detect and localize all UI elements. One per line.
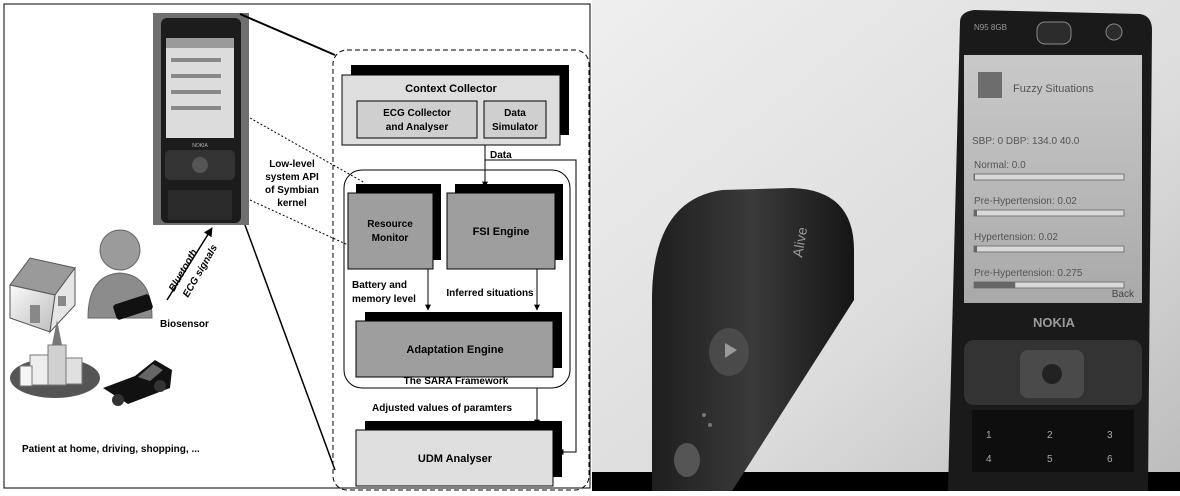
udm-analyser-block: UDM Analyser — [355, 421, 562, 487]
nokia-brand: NOKIA — [1033, 315, 1076, 330]
sensor-bottom-button — [674, 443, 700, 477]
phone-model-label: N95 8GB — [974, 23, 1007, 32]
car-icon — [103, 360, 172, 406]
data-label: Data — [490, 150, 512, 161]
svg-text:2: 2 — [1047, 430, 1053, 441]
adaptation-engine-label: Adaptation Engine — [406, 344, 503, 356]
ecg-collector-label-2: and Analyser — [386, 122, 449, 133]
diagram-frame — [3, 3, 591, 489]
ecg-sensor-device: Alive — [652, 188, 854, 491]
architecture-diagram: NOKIA Low-level system API of Symbian ke… — [0, 0, 592, 491]
lowlevel-label-1: Low-level — [269, 159, 315, 170]
battery-label-1: Battery and — [352, 280, 407, 291]
numeric-keypad — [972, 410, 1134, 472]
level-bar-fill — [974, 174, 975, 180]
level-label: Hypertension: 0.02 — [974, 232, 1058, 243]
svg-text:3: 3 — [1107, 430, 1113, 441]
resource-monitor-label-2: Monitor — [372, 233, 409, 244]
nokia-phone: N95 8GB Fuzzy Situations SBP: 0 DBP: 134… — [948, 10, 1152, 491]
fsi-engine-block: FSI Engine — [446, 184, 563, 270]
udm-analyser-label: UDM Analyser — [418, 453, 493, 465]
level-bar-track — [973, 245, 1125, 253]
data-simulator-box — [483, 100, 547, 139]
level-label: Pre-Hypertension: 0.275 — [974, 268, 1083, 279]
level-label: Normal: 0.0 — [974, 160, 1026, 171]
sara-label: The SARA Framework — [404, 376, 509, 387]
back-softkey[interactable]: Back — [1112, 289, 1135, 300]
level-bar-fill — [974, 210, 977, 216]
svg-text:1: 1 — [986, 430, 992, 441]
adjusted-label: Adjusted values of paramters — [372, 403, 512, 414]
adaptation-engine-block: Adaptation Engine — [355, 312, 562, 378]
level-label: Pre-Hypertension: 0.02 — [974, 196, 1077, 207]
patient-caption: Patient at home, driving, shopping, ... — [22, 444, 200, 455]
fsi-engine-label: FSI Engine — [473, 226, 530, 238]
phone-boundary — [332, 49, 590, 491]
data-simulator-label-2: Simulator — [492, 122, 538, 133]
svg-text:4: 4 — [986, 454, 992, 465]
svg-text:5: 5 — [1047, 454, 1053, 465]
svg-text:6: 6 — [1107, 454, 1113, 465]
app-icon — [978, 72, 1002, 98]
center-select-key[interactable] — [1042, 364, 1062, 384]
lowlevel-label-2: system API — [265, 172, 319, 183]
data-simulator-label-1: Data — [504, 108, 526, 119]
context-collector-title: Context Collector — [405, 83, 497, 95]
sara-framework-boundary — [343, 169, 571, 389]
level-bar-fill — [974, 282, 1016, 288]
ecg-collector-box — [356, 100, 478, 139]
screen-title: Fuzzy Situations — [1013, 83, 1094, 95]
house-icon — [9, 257, 76, 334]
resource-monitor-block: Resource Monitor — [347, 184, 441, 270]
lowlevel-label-4: kernel — [277, 198, 307, 209]
level-bar-track — [973, 209, 1125, 217]
city-icon — [10, 320, 100, 398]
patient-person-icon — [87, 229, 153, 320]
svg-text:NOKIA: NOKIA — [192, 143, 208, 149]
phone-image: NOKIA — [153, 13, 249, 225]
battery-label-2: memory level — [352, 294, 416, 305]
biosensor-label: Biosensor — [160, 319, 209, 330]
sensor-brand-label: Alive — [789, 226, 810, 259]
device-photo: Alive N95 8GB Fuzzy Situations SBP: 0 DB… — [592, 0, 1180, 491]
context-collector-block: Context Collector ECG Collector and Anal… — [341, 65, 569, 146]
level-bar-track — [973, 173, 1125, 181]
ecg-collector-label-1: ECG Collector — [383, 108, 451, 119]
inferred-label: Inferred situations — [446, 288, 534, 299]
resource-monitor-label-1: Resource — [367, 219, 413, 230]
sbp-readout: SBP: 0 DBP: 134.0 40.0 — [972, 136, 1080, 147]
level-bar-fill — [974, 246, 977, 252]
lowlevel-label-3: of Symbian — [265, 185, 319, 196]
